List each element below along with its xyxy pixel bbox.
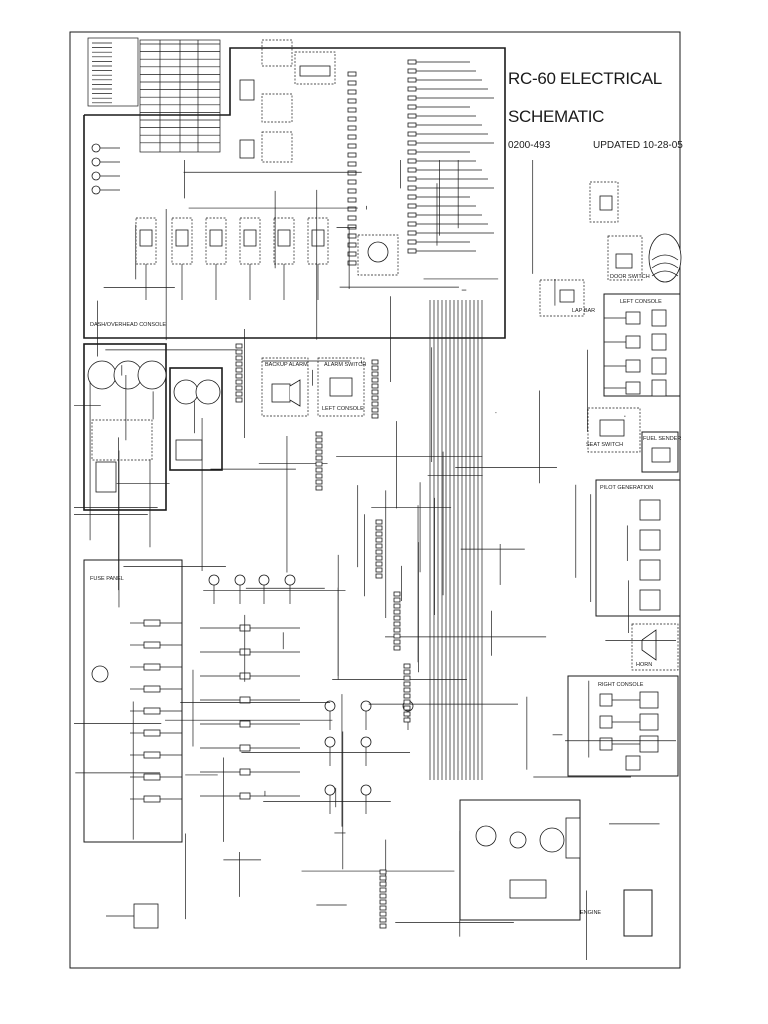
engine: ENGINE [459, 799, 601, 921]
door-switch-label: DOOR SWITCH [610, 274, 650, 280]
fuse-panel: FUSE PANEL [83, 559, 183, 843]
top-connector-bus [347, 59, 494, 266]
seat-switch-label: SEAT SWITCH [586, 442, 623, 448]
document-number: 0200-493 [508, 140, 551, 151]
pilot-generation-label: PILOT GENERATION [600, 485, 653, 491]
engine-label: ENGINE [580, 910, 601, 916]
backup-alarm: BACKUP ALARM [261, 357, 309, 417]
fuse-panel-label: FUSE PANEL [90, 576, 124, 582]
bottom-right-component [623, 889, 653, 937]
sheet-border [69, 31, 681, 969]
seat-switch: SEAT SWITCH [586, 407, 641, 453]
instrument-gauges-right [169, 367, 223, 471]
alarm-switch-label: ALARM SWITCH [324, 362, 366, 368]
right-console-label: RIGHT CONSOLE [598, 682, 644, 688]
schematic-title-line2: SCHEMATIC [508, 107, 604, 126]
lap-bar-label: LAP BAR [572, 308, 595, 314]
dash-overhead-console: DASH/OVERHEAD CONSOLE [83, 39, 506, 339]
left-console: LEFT CONSOLE [603, 293, 681, 397]
battery [106, 903, 159, 929]
updated-date: UPDATED 10-28-05 [593, 140, 683, 151]
dash-overhead-console-label: DASH/OVERHEAD CONSOLE [90, 322, 166, 328]
horn-label: HORN [636, 662, 652, 668]
instrument-gauges-left [83, 343, 167, 511]
lap-bar: LAP BAR [539, 279, 595, 317]
horn: HORN [631, 623, 679, 671]
optional-switch [589, 181, 682, 283]
wiring [74, 160, 676, 960]
legend-table [87, 37, 221, 153]
door-switch: DOOR SWITCH [607, 235, 650, 281]
alarm-switch-left-console-label: LEFT CONSOLE [322, 406, 364, 412]
fuel-sender: FUEL SENDER [641, 431, 681, 473]
title-block: RC-60 ELECTRICAL SCHEMATIC 0200-493 UPDA… [508, 69, 683, 151]
right-console: RIGHT CONSOLE [567, 675, 679, 777]
fuel-sender-label: FUEL SENDER [643, 436, 681, 442]
alarm-switch: ALARM SWITCH LEFT CONSOLE [317, 357, 366, 417]
backup-alarm-label: BACKUP ALARM [265, 362, 308, 368]
schematic-title-line1: RC-60 ELECTRICAL [508, 69, 662, 88]
left-console-label: LEFT CONSOLE [620, 299, 662, 305]
pilot-generation: PILOT GENERATION [595, 479, 681, 617]
relay-cluster [200, 574, 414, 814]
